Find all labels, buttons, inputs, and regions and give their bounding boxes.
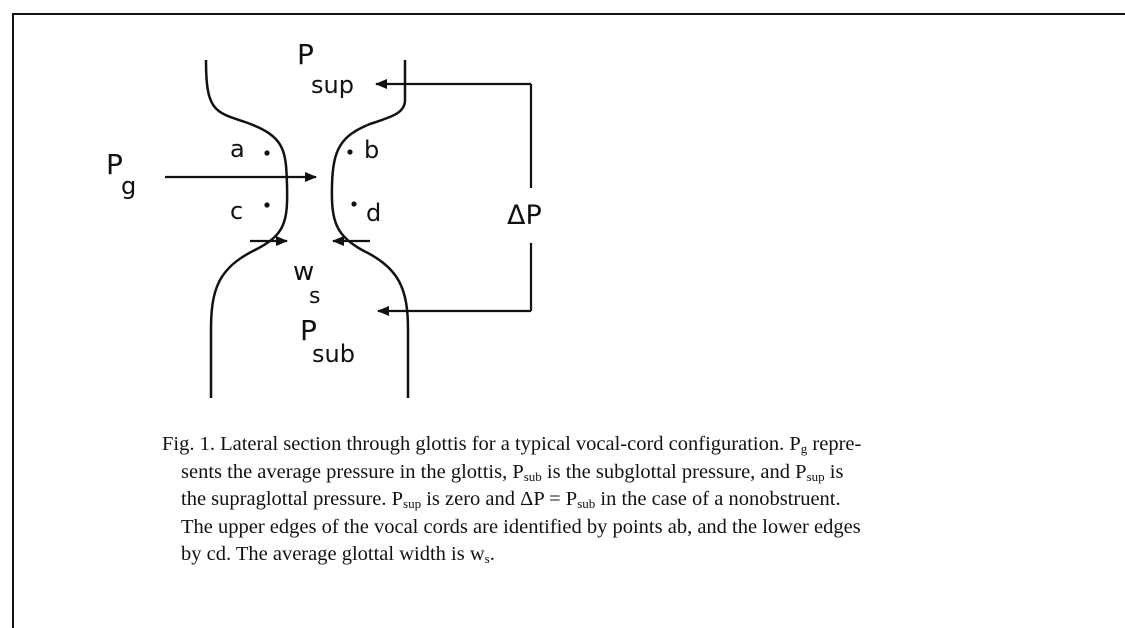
right-vocal-cord-contour bbox=[330, 60, 410, 398]
frame-left-border bbox=[12, 13, 14, 628]
point-b-dot bbox=[347, 149, 353, 155]
point-c-dot bbox=[264, 202, 270, 208]
label-a: a bbox=[230, 135, 245, 163]
caption-line-4: The upper edges of the vocal cords are i… bbox=[181, 515, 861, 538]
caption-line-2: sents the average pressure in the glotti… bbox=[181, 460, 844, 484]
left-vocal-cord-contour bbox=[204, 59, 289, 398]
label-d: d bbox=[366, 199, 381, 227]
figure-caption: Fig. 1. Lateral section through glottis … bbox=[162, 431, 1082, 569]
frame-top-border bbox=[12, 13, 1125, 15]
caption-line-3: the supraglottal pressure. Psup is zero … bbox=[181, 488, 841, 511]
caption-line-5: by cd. The average glottal width is ws. bbox=[181, 543, 495, 566]
caption-line-1: Fig. 1. Lateral section through glottis … bbox=[162, 433, 862, 456]
point-d-dot bbox=[351, 201, 357, 207]
label-b: b bbox=[364, 136, 379, 164]
point-a-dot bbox=[264, 150, 270, 156]
label-delta-p: ΔP bbox=[507, 200, 542, 231]
label-c: c bbox=[230, 197, 243, 225]
